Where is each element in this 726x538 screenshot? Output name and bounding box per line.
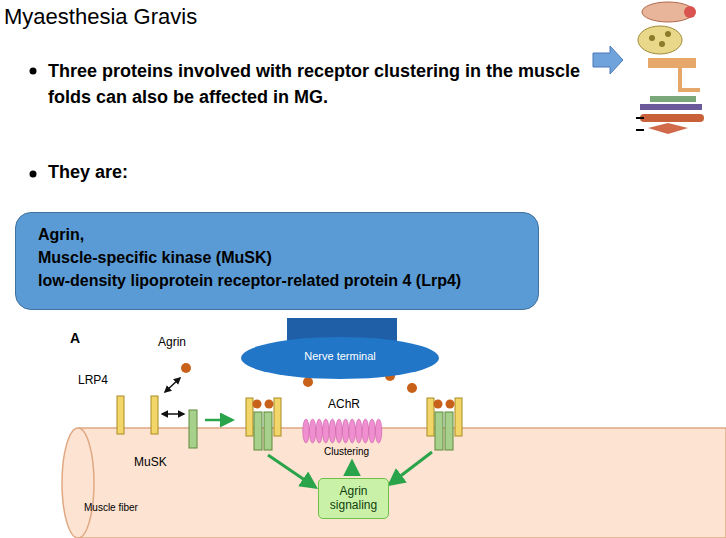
pointer-arrow xyxy=(593,46,623,74)
signaling-box: Agrin signaling xyxy=(318,478,389,519)
nerve-terminal: Nerve terminal xyxy=(240,318,440,380)
lrp4-receptor xyxy=(151,396,158,434)
binding-arrow xyxy=(162,413,184,415)
muscle-fiber: Muscle fiberAgrin signaling xyxy=(62,428,726,538)
achr-cluster xyxy=(303,419,382,443)
node-label: Nerve terminal xyxy=(304,350,376,363)
nerve-terminal-shape xyxy=(240,318,440,380)
bullet-text: They are: xyxy=(48,162,128,183)
muscle-fiber-shape xyxy=(62,428,726,538)
flow-arrow xyxy=(351,462,354,476)
receptor-complex xyxy=(427,398,462,450)
part-label: AChR xyxy=(328,398,360,412)
slide-title: Myaesthesia Gravis xyxy=(4,4,197,30)
lrp4-receptor xyxy=(117,396,124,434)
panel-line: Agrin, xyxy=(38,223,524,246)
node-label: Agrin signaling xyxy=(323,485,384,513)
flow-arrow xyxy=(205,419,232,422)
bullet-text: Three proteins involved with receptor cl… xyxy=(48,58,588,110)
flow-arrow xyxy=(390,452,432,484)
thumbnail-figure xyxy=(628,0,708,140)
musk-receptor xyxy=(189,410,197,448)
part-label: MuSK xyxy=(134,456,167,470)
part-label: Agrin xyxy=(158,336,186,350)
part-label: Clustering xyxy=(324,446,369,458)
panel-line: Muscle-specific kinase (MuSK) xyxy=(38,246,524,269)
text-panel: Agrin,Muscle-specific kinase (MuSK)low-d… xyxy=(15,212,539,310)
part-label: LRP4 xyxy=(78,374,108,388)
panel-letter: A xyxy=(70,330,80,346)
bullet xyxy=(30,171,37,178)
panel-line: low-density lipoprotein receptor-related… xyxy=(38,269,524,292)
node-label: Muscle fiber xyxy=(84,502,726,514)
binding-arrow xyxy=(165,378,180,392)
flow-arrow xyxy=(268,455,315,487)
bullet xyxy=(30,68,37,75)
receptor-complex xyxy=(246,398,281,450)
